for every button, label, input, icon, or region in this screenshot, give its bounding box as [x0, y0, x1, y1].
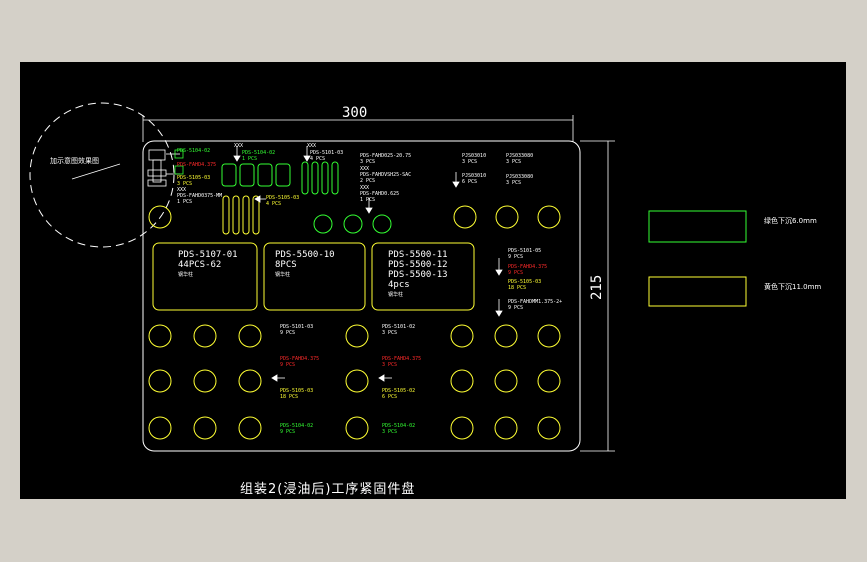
effect-leader: [71, 163, 121, 180]
yellow-circles-top: [148, 205, 561, 229]
label-b8a: PDS-5104-02: [382, 423, 416, 429]
label-l4f: XXX: [360, 185, 370, 191]
label-b1b: 9 PCS: [280, 330, 296, 336]
label-b6a: PDS-5105-02: [382, 388, 416, 394]
label-b3a: PDS-FAHD4.375: [280, 356, 320, 362]
label-l3a: XXX: [307, 143, 317, 149]
panel-2-line2: 8PCS: [275, 260, 297, 270]
label-l6b: 3 PCS: [462, 159, 478, 165]
label-b5b: 18 PCS: [280, 394, 299, 400]
effect-legend-text: 加示意图效果图: [50, 157, 99, 165]
label-b5a: PDS-5105-03: [280, 388, 314, 394]
effect-circle: [29, 102, 175, 248]
label-r2a: PDS-FAHD4.375: [508, 264, 548, 270]
legend-yellow-text: 黄色下沉11.0mm: [764, 283, 822, 291]
legend-box-yellow: [648, 276, 747, 307]
yellow-circles-grid: [148, 324, 561, 440]
label-l1e: XXX: [177, 187, 187, 193]
label-r4b: 9 PCS: [508, 305, 524, 311]
label-l1g: 1 PCS: [177, 199, 193, 205]
yellow-slots: [222, 195, 260, 235]
label-l4e: 2 PCS: [360, 178, 376, 184]
label-l1a: PDS-5104-02: [177, 148, 211, 154]
label-l2c: 1 PCS: [242, 156, 258, 162]
label-l3b: PDS-5101-03: [310, 150, 344, 156]
label-r4a: PDS-FAHDMM1.375-2+: [508, 299, 563, 305]
green-rects-top: [221, 163, 291, 187]
label-b1a: PDS-5101-03: [280, 324, 314, 330]
label-l7d: 3 PCS: [506, 180, 522, 186]
label-b6b: 6 PCS: [382, 394, 398, 400]
label-l2b: PDS-5104-02: [242, 150, 276, 156]
pointer-arrows: [233, 146, 503, 382]
label-l4d: PDS-FAHDVSH25-SAC: [360, 172, 412, 178]
label-l4a: PDS-FAHD025-20.75: [360, 153, 412, 159]
label-b3b: 9 PCS: [280, 362, 296, 368]
panel-3-line5: 钢华柱: [388, 292, 404, 298]
label-r3a: PDS-5105-03: [508, 279, 542, 285]
label-l7b: 3 PCS: [506, 159, 522, 165]
panel-1-line3: 钢华柱: [178, 272, 194, 278]
label-l1f: PDS-FAHD0375-MM: [177, 193, 223, 199]
label-r3b: 18 PCS: [508, 285, 527, 291]
legend-green-text: 绿色下沉6.0mm: [764, 217, 817, 225]
legend-box-green: [648, 210, 747, 243]
panel-2-line1: PDS-5500-10: [275, 250, 335, 260]
label-b8b: 3 PCS: [382, 429, 398, 435]
label-b2a: PDS-5101-02: [382, 324, 416, 330]
panel-1-line1: PDS-5107-01: [178, 250, 238, 260]
cad-drawing-canvas[interactable]: 300 215 加示意图效果图 绿色下沉6.0mm 黄色下沉11.0mm PDS…: [20, 62, 846, 499]
label-b7b: 9 PCS: [280, 429, 296, 435]
label-l5a: PDS-5105-03: [266, 195, 300, 201]
label-b7a: PDS-5104-02: [280, 423, 314, 429]
label-r1b: 9 PCS: [508, 254, 524, 260]
label-l4c: XXX: [360, 166, 370, 172]
panel-2-line3: 钢华柱: [275, 272, 291, 278]
panel-3-line2: PDS-5500-12: [388, 260, 448, 270]
label-l6a: PJS03010: [462, 153, 487, 159]
tray-outline: [142, 140, 581, 452]
label-l7c: PJS033080: [506, 174, 534, 180]
drawing-geometry: [29, 102, 747, 452]
green-slots: [301, 161, 339, 195]
panel-3-line3: PDS-5500-13: [388, 270, 448, 280]
panel-outlines: [152, 242, 475, 311]
label-b2b: 3 PCS: [382, 330, 398, 336]
label-l4g: PDS-FAHD0.625: [360, 191, 400, 197]
label-l6c: PJS03010: [462, 173, 487, 179]
fastener-cluster: [147, 149, 180, 187]
panel-1-line2: 44PCS-62: [178, 260, 222, 270]
label-l1c: PDS-5105-03: [177, 175, 211, 181]
label-r1a: PDS-5101-05: [508, 248, 542, 254]
label-l1b: PDS-FAHD4.375: [177, 162, 217, 168]
label-l2a: XXX: [234, 143, 244, 149]
fastener-cluster-green: [174, 149, 184, 175]
drawing-title: 组装2(浸油后)工序紧固件盘: [240, 482, 416, 497]
label-l4h: 1 PCS: [360, 197, 376, 203]
label-l3c: 4 PCS: [310, 156, 326, 162]
green-small-circles: [313, 214, 392, 234]
dim-300-label: 300: [342, 105, 368, 121]
label-l5b: 4 PCS: [266, 201, 282, 207]
label-l7a: PJS033080: [506, 153, 534, 159]
panel-3-line4: 4pcs: [388, 280, 410, 290]
label-l6d: 6 PCS: [462, 179, 478, 185]
label-l1d: 3 PCS: [177, 181, 193, 187]
label-b4a: PDS-FAHD4.375: [382, 356, 422, 362]
label-b4b: 3 PCS: [382, 362, 398, 368]
label-r2b: 9 PCS: [508, 270, 524, 276]
dim-215-label: 215: [589, 274, 605, 300]
label-l4b: 3 PCS: [360, 159, 376, 165]
panel-3-line1: PDS-5500-11: [388, 250, 448, 260]
